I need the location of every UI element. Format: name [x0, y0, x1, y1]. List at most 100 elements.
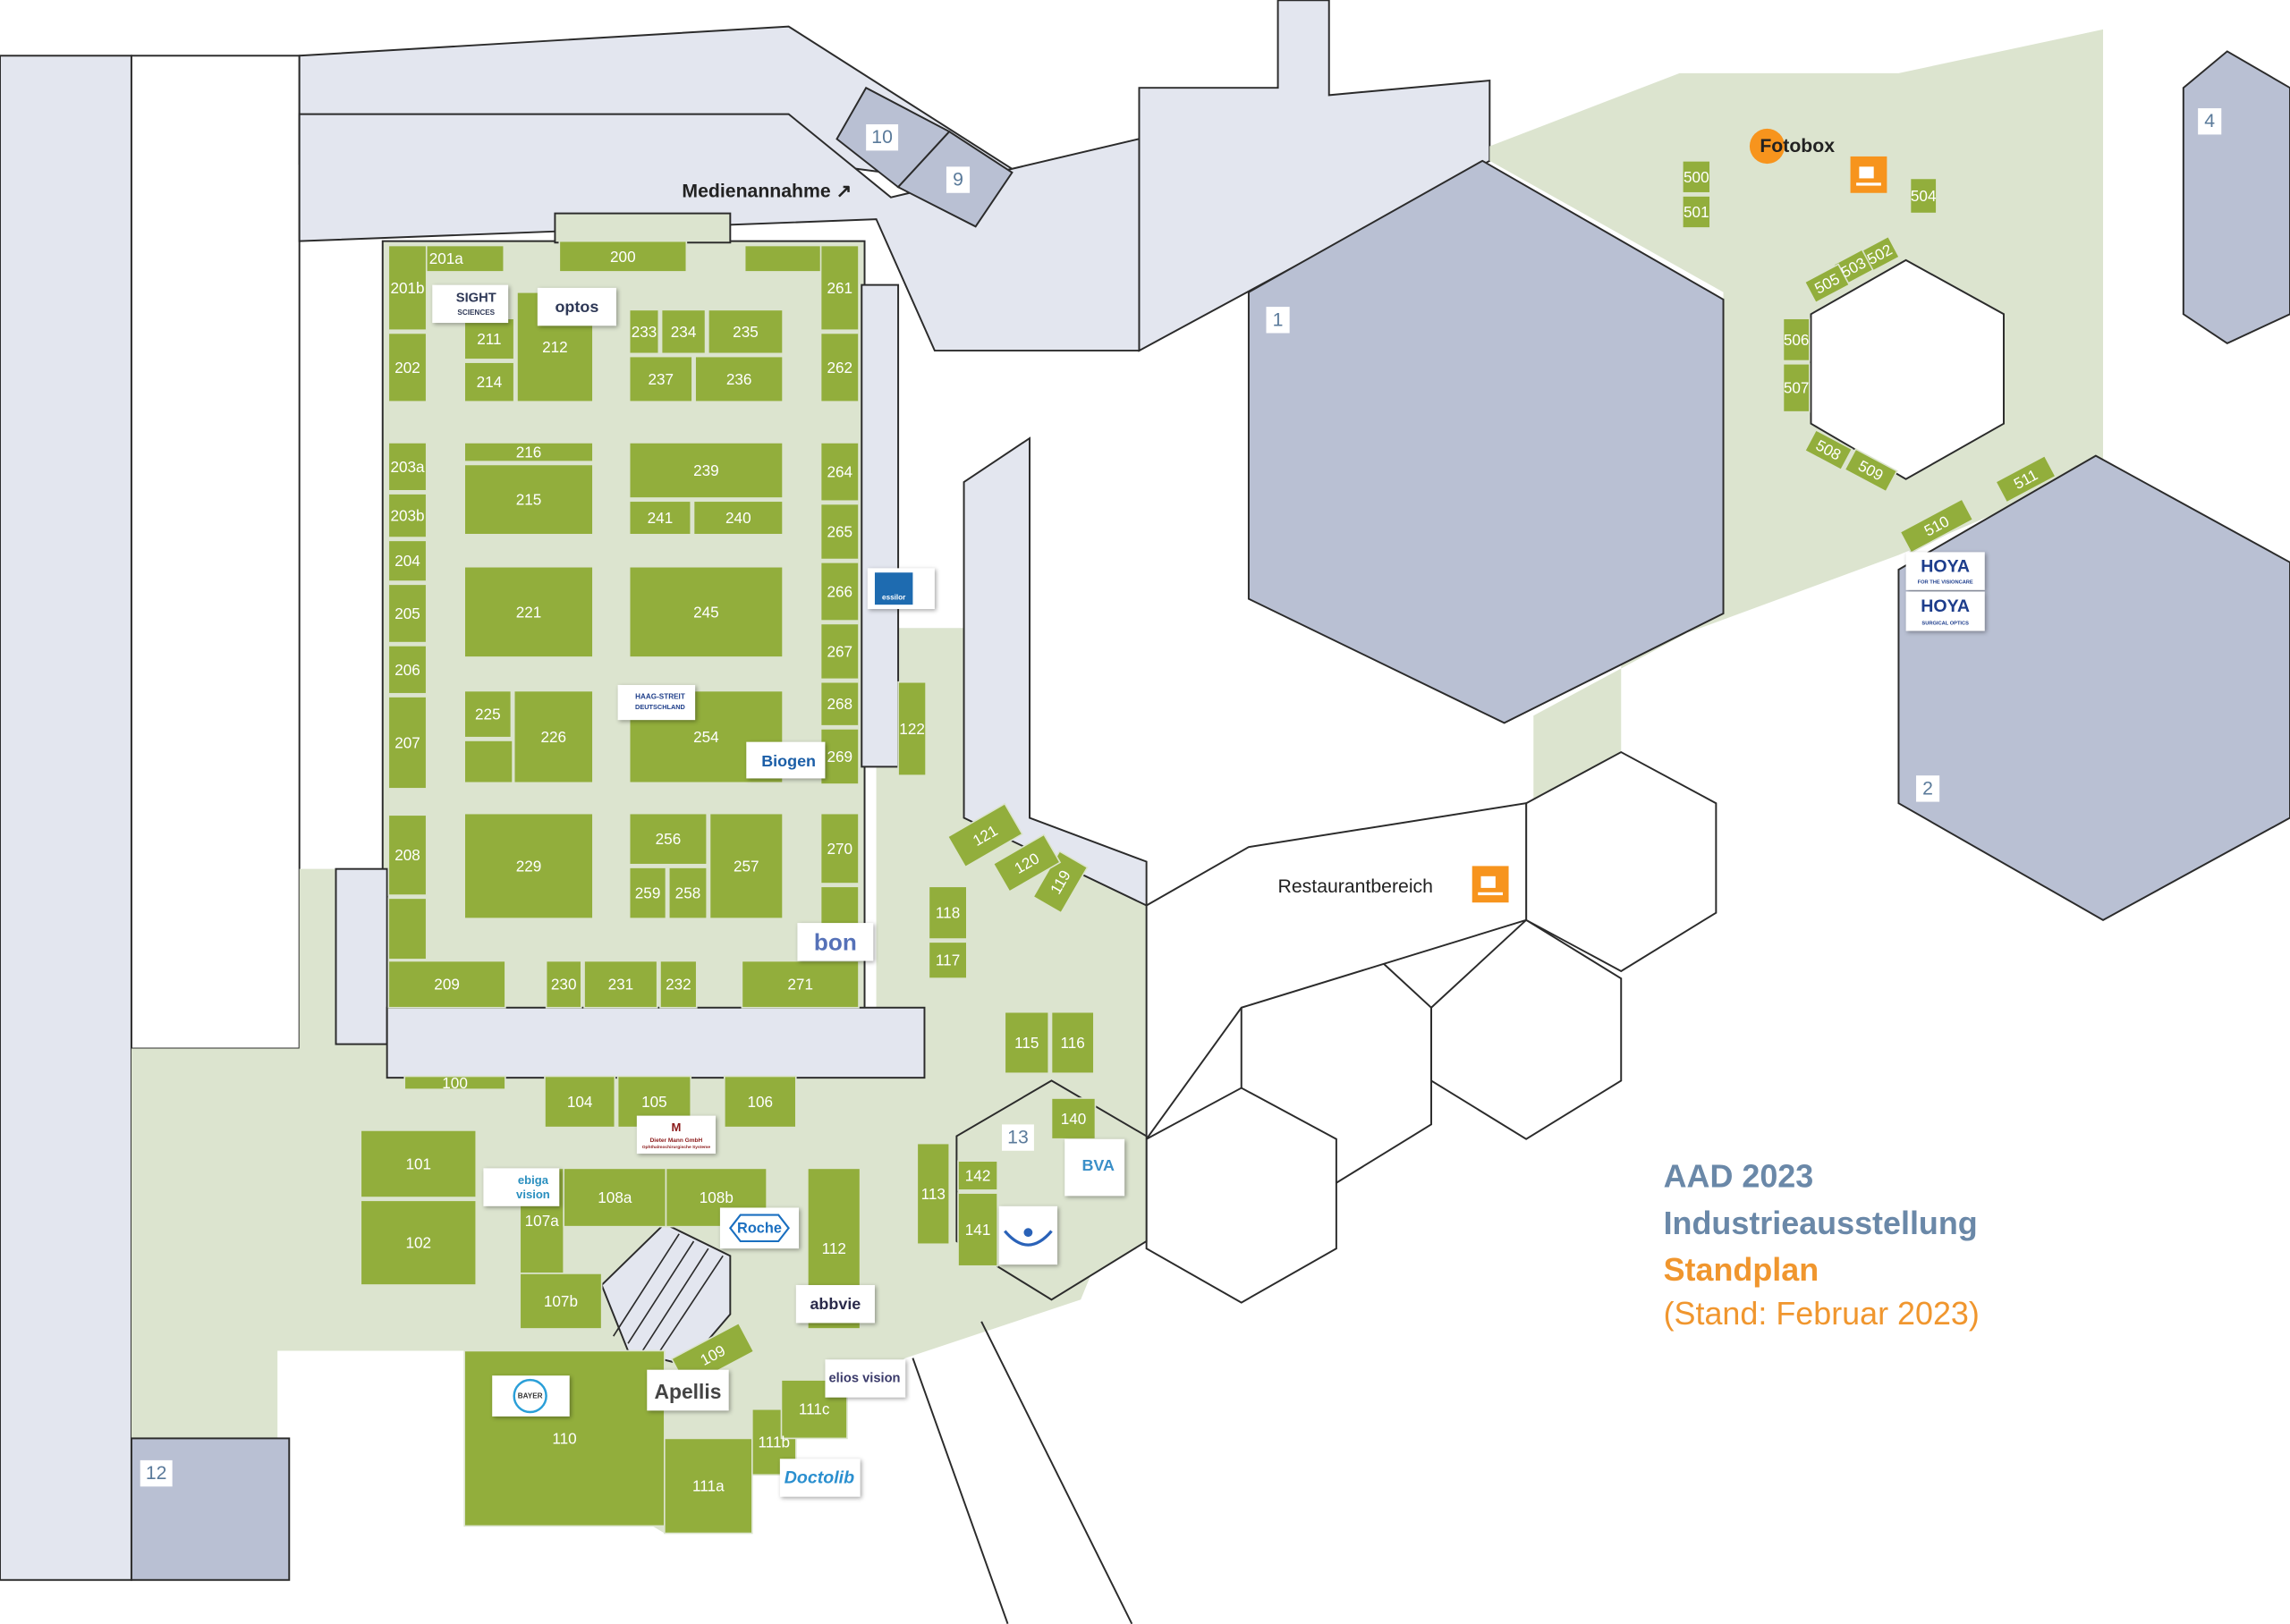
fotobox-label[interactable]: Fotobox: [1760, 136, 1835, 156]
booth-216[interactable]: [463, 442, 594, 462]
booth-121[interactable]: [946, 802, 1023, 868]
booth-504[interactable]: [1909, 177, 1938, 215]
booth-215[interactable]: [463, 463, 594, 536]
booth-209[interactable]: [387, 960, 506, 1009]
booth-225[interactable]: [463, 689, 513, 739]
booth-108a[interactable]: [563, 1167, 667, 1228]
booth-211[interactable]: [463, 317, 515, 360]
logo-bva[interactable]: BVA: [1064, 1138, 1125, 1197]
booth-104[interactable]: [544, 1075, 616, 1129]
booth-113[interactable]: [916, 1142, 951, 1246]
room-number: 13: [1007, 1128, 1029, 1148]
booth-240[interactable]: [692, 500, 784, 536]
booth-270[interactable]: [819, 812, 860, 884]
booth-141[interactable]: [957, 1192, 998, 1267]
booth-507[interactable]: [1782, 362, 1811, 413]
booth-107b[interactable]: [519, 1273, 603, 1330]
booth-229[interactable]: [463, 812, 594, 919]
media-desk-label: Medienannahme ↗: [682, 182, 852, 202]
booth-261[interactable]: [819, 244, 860, 332]
booth-506[interactable]: [1782, 317, 1811, 362]
logo-bon[interactable]: bon: [797, 923, 874, 961]
booth-100[interactable]: [403, 1075, 506, 1091]
booth-501[interactable]: [1682, 195, 1711, 229]
booth-204[interactable]: [387, 539, 428, 582]
logo-elios-vision[interactable]: elios vision: [825, 1359, 906, 1398]
booth-202[interactable]: [387, 332, 428, 403]
booth-block[interactable]: [387, 897, 428, 960]
booth-265[interactable]: [819, 503, 860, 561]
booth-117[interactable]: [928, 941, 968, 979]
booth-231[interactable]: [583, 960, 658, 1009]
logo-optos[interactable]: optos: [537, 287, 616, 326]
booth-266[interactable]: [819, 562, 860, 622]
booth-214[interactable]: [463, 361, 515, 403]
booth-267[interactable]: [819, 622, 860, 681]
booth-122[interactable]: [897, 681, 927, 776]
booth-201b[interactable]: [387, 244, 428, 332]
booth-111a[interactable]: [664, 1437, 753, 1535]
booth-206[interactable]: [387, 645, 428, 695]
booth-208[interactable]: [387, 814, 428, 896]
booth-264[interactable]: [819, 442, 860, 503]
booth-142[interactable]: [957, 1160, 998, 1191]
booth-256[interactable]: [628, 812, 708, 866]
booth-232[interactable]: [659, 960, 698, 1009]
logo-essilor[interactable]: essilor: [867, 568, 935, 610]
booth-237[interactable]: [628, 355, 693, 403]
booth-241[interactable]: [628, 500, 692, 536]
booth-500[interactable]: [1682, 160, 1711, 194]
booth-119[interactable]: [1031, 850, 1089, 914]
logo-eye[interactable]: [998, 1205, 1058, 1265]
booth-block[interactable]: [463, 740, 513, 784]
booth-508[interactable]: [1803, 428, 1853, 471]
booth-120[interactable]: [992, 833, 1062, 893]
booth-268[interactable]: [819, 681, 860, 727]
room-4: [2182, 50, 2290, 345]
booth-239[interactable]: [628, 442, 784, 499]
booth-102[interactable]: [360, 1199, 478, 1286]
booth-number: 106: [748, 1093, 774, 1111]
logo-bayer[interactable]: BAYER: [492, 1375, 570, 1417]
logo-doctolib[interactable]: Doctolib: [779, 1459, 861, 1497]
booth-505[interactable]: [1803, 263, 1851, 304]
logo-abbvie[interactable]: abbvie: [795, 1284, 875, 1324]
booth-115[interactable]: [1004, 1011, 1050, 1075]
booth-230[interactable]: [545, 960, 582, 1009]
booth-200[interactable]: [558, 240, 688, 273]
booth-140[interactable]: [1050, 1097, 1097, 1140]
booth-203a[interactable]: [387, 442, 428, 492]
booth-234[interactable]: [660, 309, 707, 355]
booth-116[interactable]: [1050, 1011, 1095, 1075]
booth-101[interactable]: [360, 1129, 478, 1198]
booth-511[interactable]: [1994, 454, 2057, 503]
booth-233[interactable]: [628, 309, 660, 355]
booth-510[interactable]: [1899, 497, 1974, 554]
booth-235[interactable]: [708, 309, 784, 355]
booth-205[interactable]: [387, 583, 428, 644]
booth-118[interactable]: [928, 885, 968, 940]
booth-257[interactable]: [708, 812, 784, 919]
booth-245[interactable]: [628, 565, 784, 658]
booth-236[interactable]: [694, 355, 784, 403]
logo-biogen[interactable]: Biogen: [746, 741, 826, 779]
logo-dieter-mann[interactable]: M Dieter Mann GmbHOphthalmochirurgische …: [636, 1115, 716, 1155]
booth-269[interactable]: [819, 728, 860, 785]
logo-roche[interactable]: Roche: [719, 1207, 800, 1249]
booth-number: 231: [608, 976, 634, 994]
booth-221[interactable]: [463, 565, 594, 658]
booth-207[interactable]: [387, 696, 428, 790]
booth-106[interactable]: [723, 1075, 797, 1129]
booth-509[interactable]: [1844, 448, 1898, 493]
booth-259[interactable]: [628, 867, 667, 919]
booth-226[interactable]: [513, 689, 594, 784]
booth-258[interactable]: [667, 867, 708, 919]
booth-262[interactable]: [819, 332, 860, 403]
booth-203b[interactable]: [387, 493, 428, 538]
logo-apellis[interactable]: Apellis: [647, 1369, 729, 1411]
